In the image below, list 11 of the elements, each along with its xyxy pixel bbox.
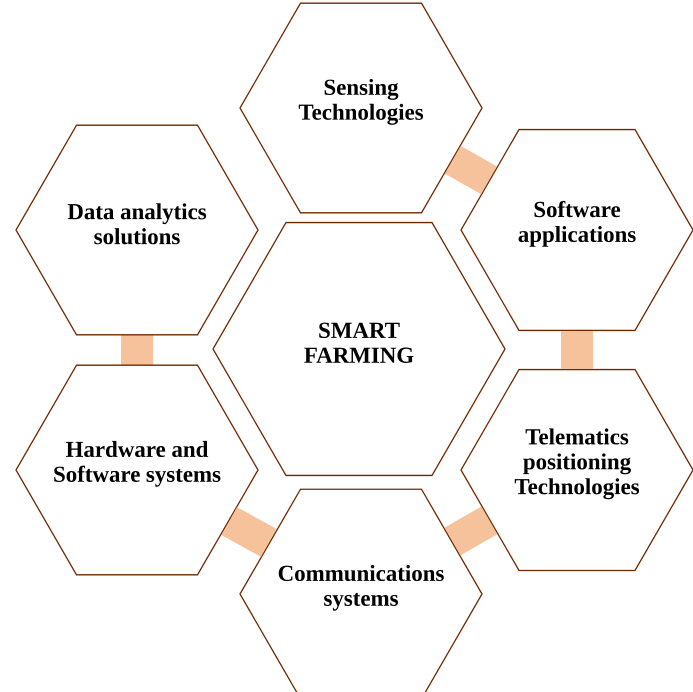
connector-band (444, 146, 497, 194)
hexagon: Software applications (460, 128, 693, 332)
connector-band (561, 331, 593, 369)
hexagon: Sensing Technologies (239, 2, 483, 214)
connector-band (222, 507, 276, 557)
connector-band (444, 506, 498, 556)
hexagon: Communications systems (239, 488, 483, 692)
hexagon: Hardware and Software systems (15, 364, 259, 576)
hexagon: Data analytics solutions (15, 124, 259, 336)
hexagon: Telematics positioning Technologies (460, 368, 693, 572)
connector-band (121, 335, 153, 365)
